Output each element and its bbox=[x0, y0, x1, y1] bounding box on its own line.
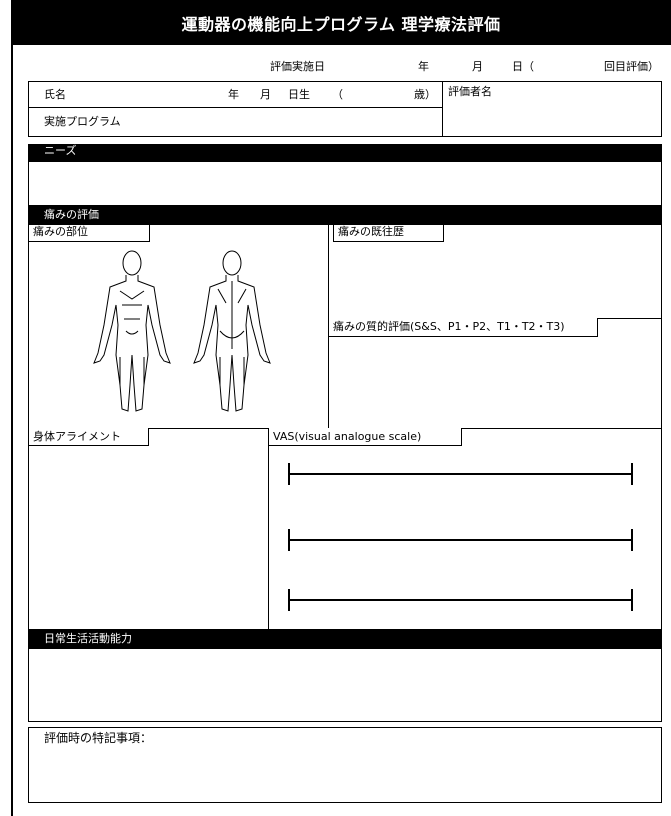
vas-scale-3-right-tick bbox=[631, 589, 633, 611]
pain-eval-header: 痛みの評価 bbox=[28, 205, 662, 225]
vas-scale-1-right-tick bbox=[631, 463, 633, 485]
age-open: （ bbox=[332, 88, 343, 101]
eval-date-label: 評価実施日 bbox=[270, 60, 325, 73]
pain-quality-label: 痛みの質的評価(S&S、P1・P2、T1・T2・T3) bbox=[329, 318, 598, 337]
birth-month-label: 月 bbox=[260, 88, 271, 101]
vas-label: VAS(visual analogue scale) bbox=[269, 428, 462, 446]
age-close: 歳） bbox=[414, 88, 436, 101]
front-figure bbox=[93, 250, 171, 412]
pain-history-tab-left bbox=[333, 225, 334, 242]
pain-divider bbox=[328, 225, 329, 428]
personal-info-box bbox=[28, 81, 662, 137]
name-label: 氏名 bbox=[44, 88, 66, 101]
form-title: 運動器の機能向上プログラム 理学療法評価 bbox=[11, 0, 671, 45]
notes-box[interactable] bbox=[28, 727, 662, 803]
pain-history-label: 痛みの既往歴 bbox=[334, 225, 444, 242]
eval-times-label: 回目評価） bbox=[604, 60, 659, 73]
vas-scale-3-line[interactable] bbox=[288, 599, 633, 601]
birth-day-label: 日生 bbox=[288, 88, 310, 101]
evaluator-label: 評価者名 bbox=[448, 85, 492, 98]
birth-year-label: 年 bbox=[228, 88, 239, 101]
vas-scale-2-line[interactable] bbox=[288, 539, 633, 541]
info-divider bbox=[442, 81, 443, 137]
vas-divider bbox=[268, 428, 269, 629]
vas-scale-1-line[interactable] bbox=[288, 473, 633, 475]
needs-header: ニーズ bbox=[28, 144, 662, 162]
eval-day-label: 日（ bbox=[512, 60, 534, 73]
body-diagram bbox=[93, 250, 271, 412]
back-figure bbox=[193, 250, 271, 412]
adl-header: 日常生活活動能力 bbox=[28, 629, 662, 649]
vas-scale-2-right-tick bbox=[631, 529, 633, 551]
page-left-border bbox=[11, 0, 671, 816]
info-row-divider bbox=[28, 107, 443, 108]
program-label: 実施プログラム bbox=[44, 115, 121, 128]
eval-year-label: 年 bbox=[418, 60, 429, 73]
notes-label: 評価時の特記事項： bbox=[44, 731, 153, 745]
pain-site-label: 痛みの部位 bbox=[29, 225, 150, 242]
alignment-label: 身体アライメント bbox=[29, 428, 149, 446]
eval-month-label: 月 bbox=[472, 60, 483, 73]
